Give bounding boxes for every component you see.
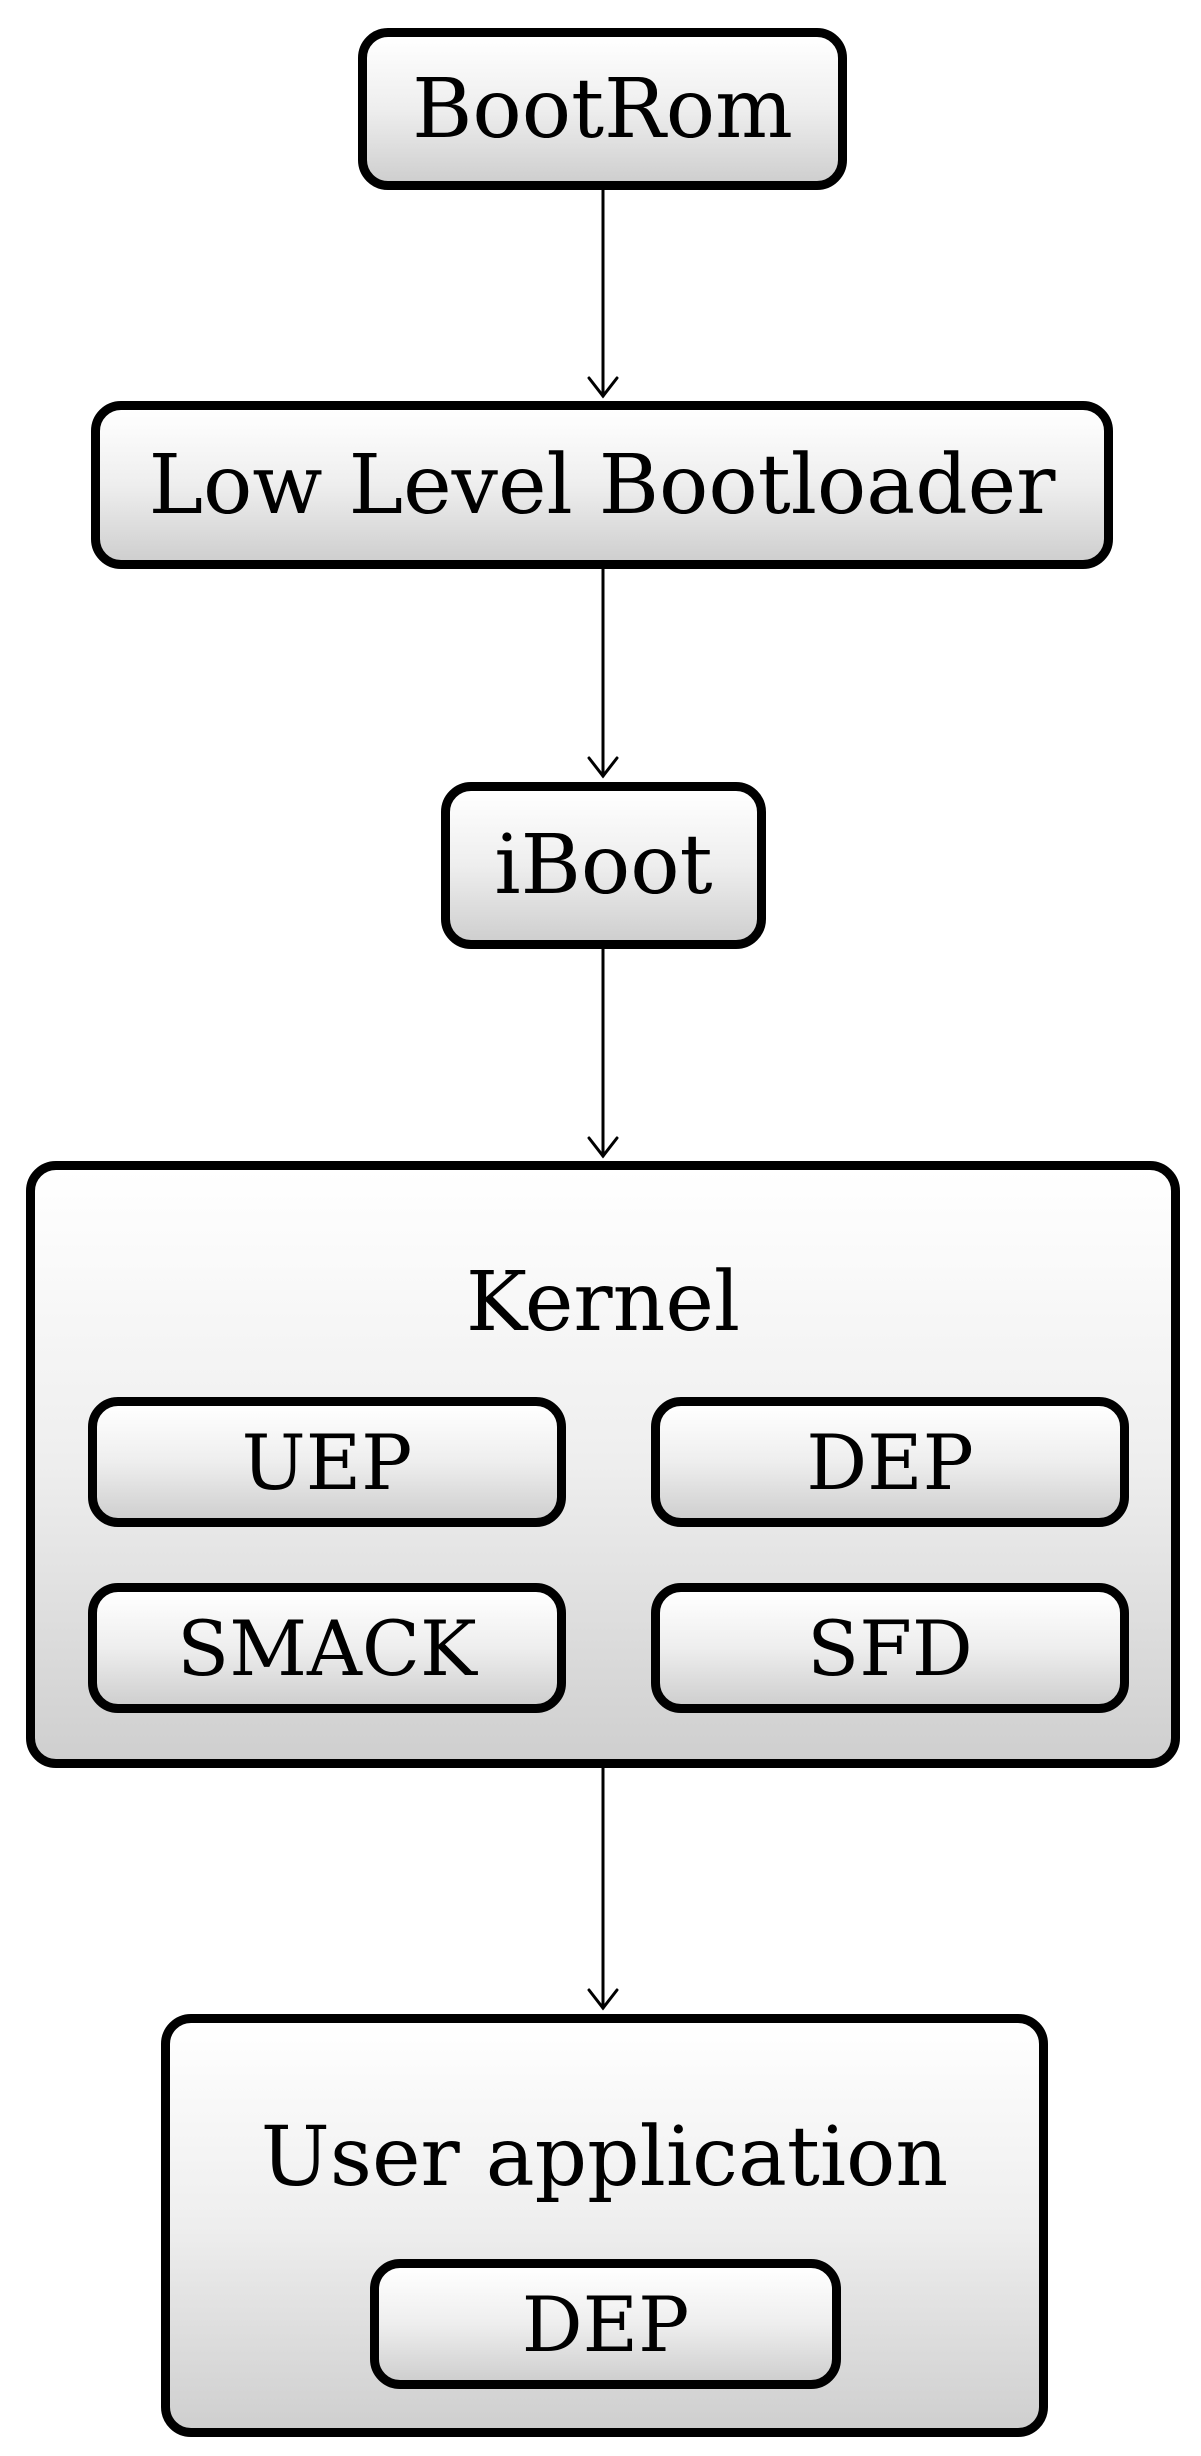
user-application-label: User application: [260, 2110, 949, 2205]
iboot-node: iBoot: [441, 782, 766, 949]
kernel-module-smack: SMACK: [88, 1583, 566, 1713]
kernel-module-sfd: SFD: [651, 1583, 1129, 1713]
user-application-module-dep: DEP: [370, 2259, 841, 2389]
arrow-bootloader-to-iboot: [587, 566, 619, 779]
kernel-module-uep: UEP: [88, 1397, 566, 1527]
arrow-kernel-to-user-application: [587, 1766, 619, 2011]
arrow-iboot-to-kernel: [587, 946, 619, 1159]
kernel-container: Kernel UEP DEP SMACK SFD: [26, 1161, 1180, 1768]
low-level-bootloader-node: Low Level Bootloader: [91, 401, 1113, 569]
kernel-module-dep: DEP: [651, 1397, 1129, 1527]
arrow-bootrom-to-bootloader: [587, 188, 619, 399]
bootrom-node: BootRom: [358, 28, 847, 190]
user-application-container: User application DEP: [161, 2014, 1048, 2437]
kernel-label: Kernel: [465, 1255, 741, 1350]
